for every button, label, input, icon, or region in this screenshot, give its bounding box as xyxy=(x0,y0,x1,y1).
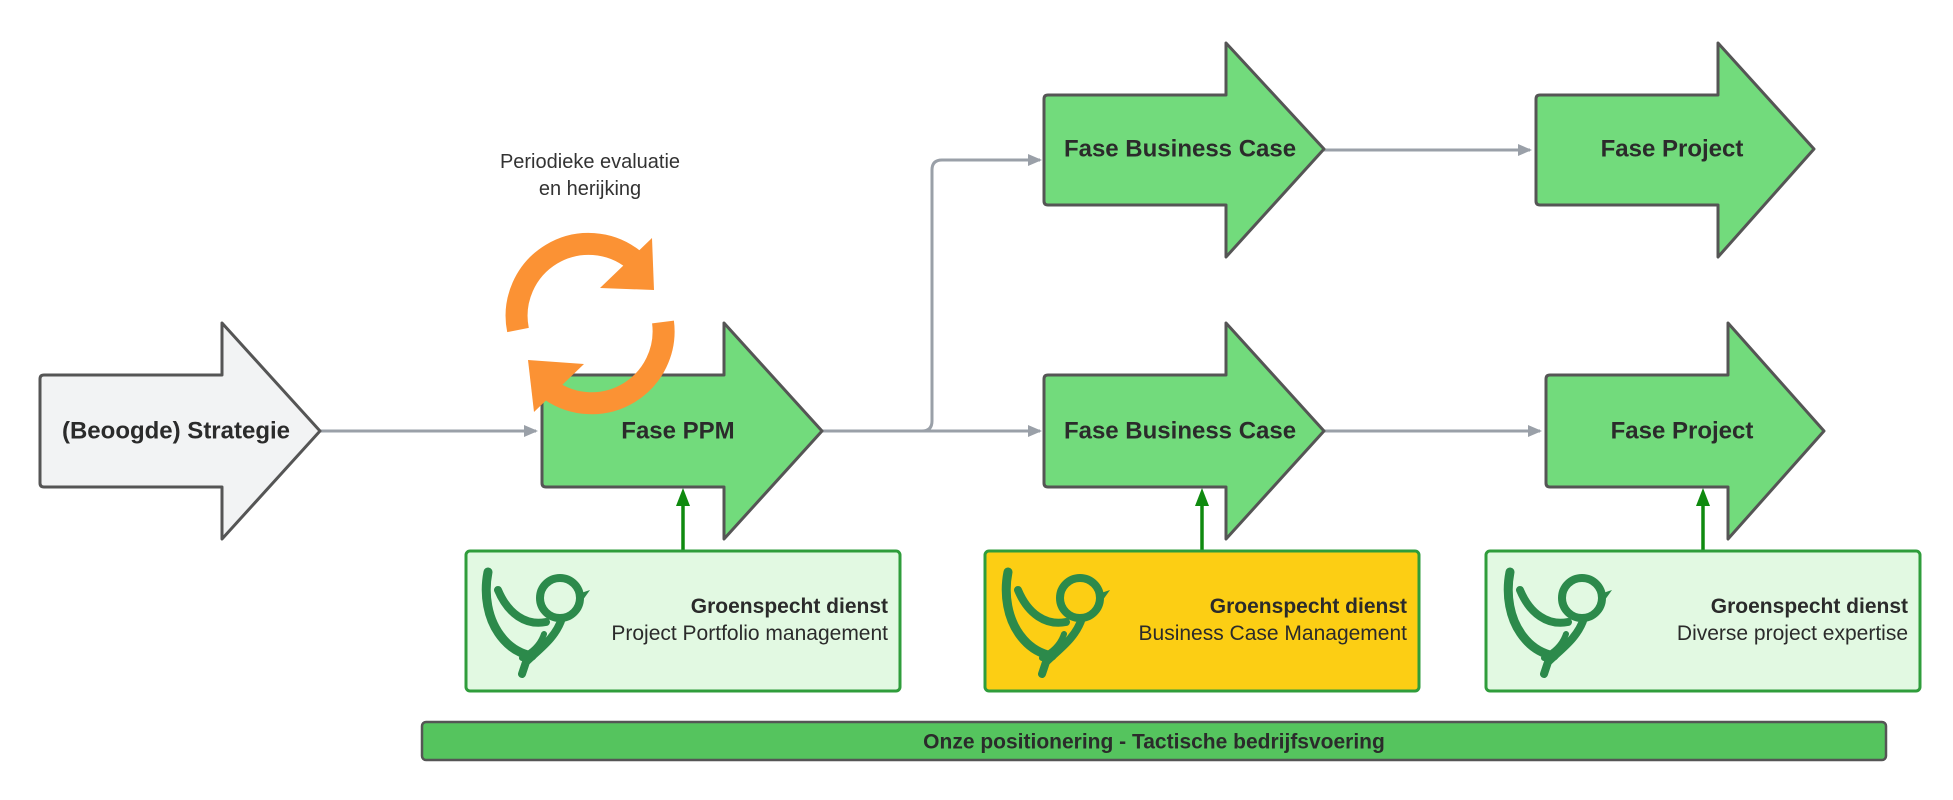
service-box-business-case: Groenspecht dienst Business Case Managem… xyxy=(983,549,1421,693)
phase-project-bottom-label: Fase Project xyxy=(1611,418,1754,445)
refresh-cycle-icon xyxy=(505,232,675,415)
service-ppm-subtitle: Project Portfolio management xyxy=(611,622,888,645)
connectors xyxy=(320,144,1542,437)
connector-ppm-to-business-case-top xyxy=(820,154,1042,433)
phase-project-top-label: Fase Project xyxy=(1601,136,1744,163)
cycle-note-line1: Periodieke evaluatie xyxy=(500,151,680,173)
phase-project-top-arrow: Fase Project xyxy=(1534,41,1816,259)
phase-ppm-label: Fase PPM xyxy=(621,418,734,445)
service-ppm-title: Groenspecht dienst xyxy=(691,595,888,618)
service-box-ppm: Groenspecht dienst Project Portfolio man… xyxy=(464,549,902,693)
strategy-label: (Beoogde) Strategie xyxy=(62,418,290,445)
phase-business-case-top-label: Fase Business Case xyxy=(1064,136,1296,163)
service-project-title: Groenspecht dienst xyxy=(1711,595,1908,618)
cycle-note-line2: en herijking xyxy=(539,178,641,200)
service-business-case-title: Groenspecht dienst xyxy=(1210,595,1407,618)
cycle-note: Periodieke evaluatie en herijking xyxy=(500,151,680,200)
phase-project-bottom-arrow: Fase Project xyxy=(1544,321,1826,541)
positioning-bar-label: Onze positionering - Tactische bedrijfsv… xyxy=(923,731,1385,754)
phase-business-case-top-arrow: Fase Business Case xyxy=(1042,41,1326,259)
service-business-case-subtitle: Business Case Management xyxy=(1139,622,1408,645)
strategy-arrow: (Beoogde) Strategie xyxy=(38,321,322,541)
positioning-bar: Onze positionering - Tactische bedrijfsv… xyxy=(420,720,1888,762)
service-box-project: Groenspecht dienst Diverse project exper… xyxy=(1484,549,1922,693)
phase-business-case-bottom-arrow: Fase Business Case xyxy=(1042,321,1326,541)
support-arrows xyxy=(676,488,1710,550)
service-project-subtitle: Diverse project expertise xyxy=(1677,622,1908,645)
phase-business-case-bottom-label: Fase Business Case xyxy=(1064,418,1296,445)
